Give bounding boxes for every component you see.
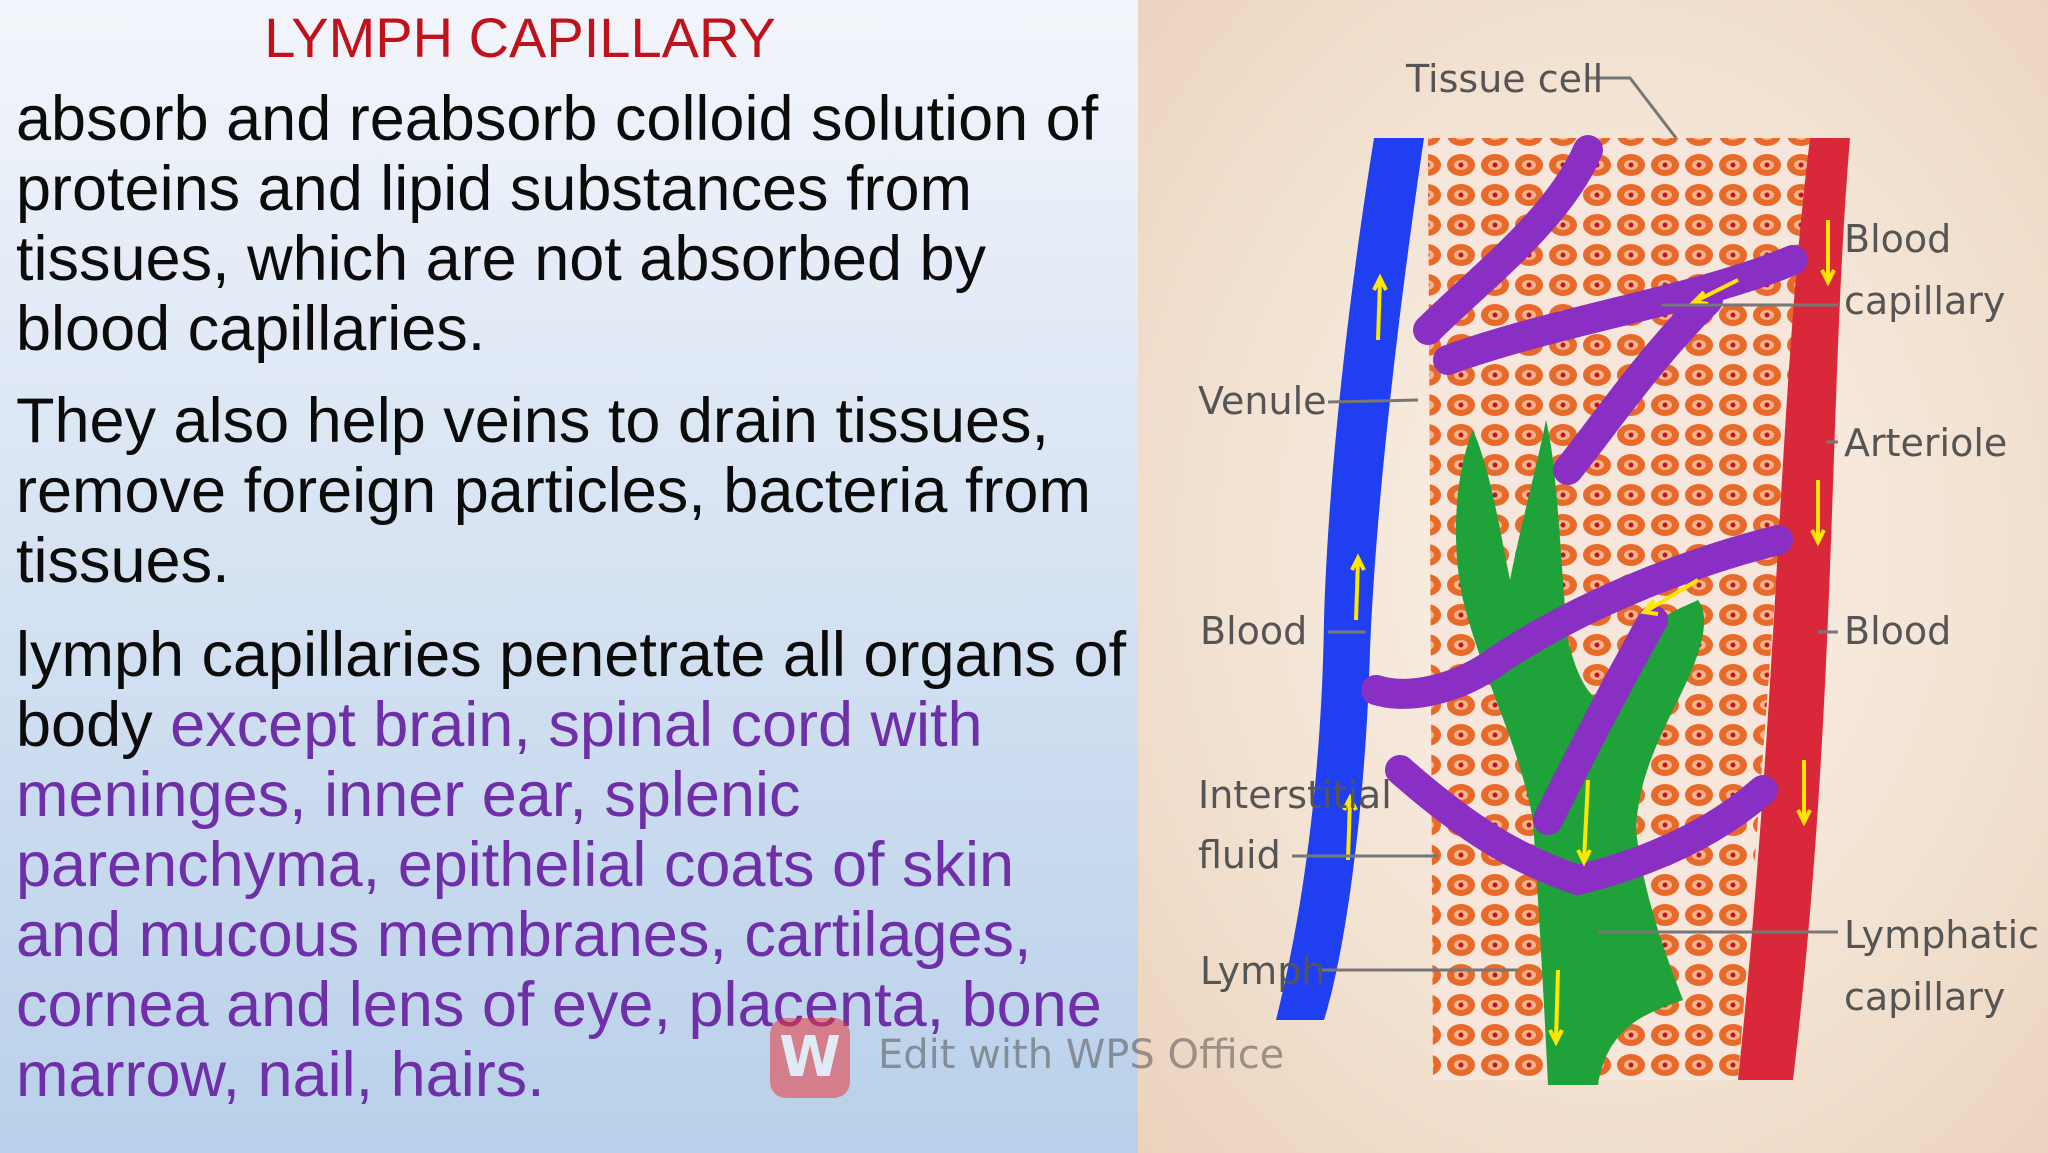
label-interstitial-2: fluid [1198, 833, 1281, 877]
flow-arrows [1342, 220, 1836, 1047]
label-lymphatic-1: Lymphatic [1844, 913, 2039, 957]
slide-title: LYMPH CAPILLARY [264, 6, 776, 69]
label-blood-capillary-1: Blood [1844, 217, 1951, 261]
paragraph-penetrate: lymph capillaries penetrate all organs o… [16, 620, 1136, 1110]
label-blood-left: Blood [1200, 609, 1307, 653]
label-lymph: Lymph [1200, 949, 1325, 993]
label-arteriole: Arteriole [1844, 421, 2007, 465]
leader-lines [1292, 76, 1838, 972]
paragraph-penetrate-plain: lymph capillaries penetrate all organs o… [16, 620, 1127, 760]
label-venule: Venule [1198, 379, 1327, 423]
paragraph-absorb: absorb and reabsorb colloid solution of … [16, 84, 1099, 364]
label-blood-right: Blood [1844, 609, 1951, 653]
wps-watermark-text: Edit with WPS Office [878, 1032, 1285, 1078]
lymph-capillary-diagram: Tissue cell Blood capillary Venule Arter… [1198, 57, 2039, 1085]
blood-capillary-network [1361, 135, 1808, 896]
diagram-panel: Tissue cell Blood capillary Venule Arter… [1138, 0, 2048, 1153]
exceptions-highlight: except brain, spinal cord with meninges,… [16, 690, 1102, 1110]
label-tissue-cell: Tissue cell [1405, 57, 1603, 101]
label-blood-capillary-2: capillary [1844, 279, 2005, 323]
label-lymphatic-2: capillary [1844, 975, 2005, 1019]
text-panel: LYMPH CAPILLARY absorb and reabsorb coll… [0, 0, 1138, 1153]
wps-logo-icon: W [770, 1018, 850, 1098]
arteriole-vessel [1738, 138, 1850, 1080]
venule-vessel [1276, 138, 1424, 1020]
paragraph-drain: They also help veins to drain tissues, r… [16, 386, 1091, 596]
wps-watermark[interactable]: W Edit with WPS Office [770, 1018, 1290, 1098]
label-interstitial-1: Interstitial [1198, 773, 1392, 817]
